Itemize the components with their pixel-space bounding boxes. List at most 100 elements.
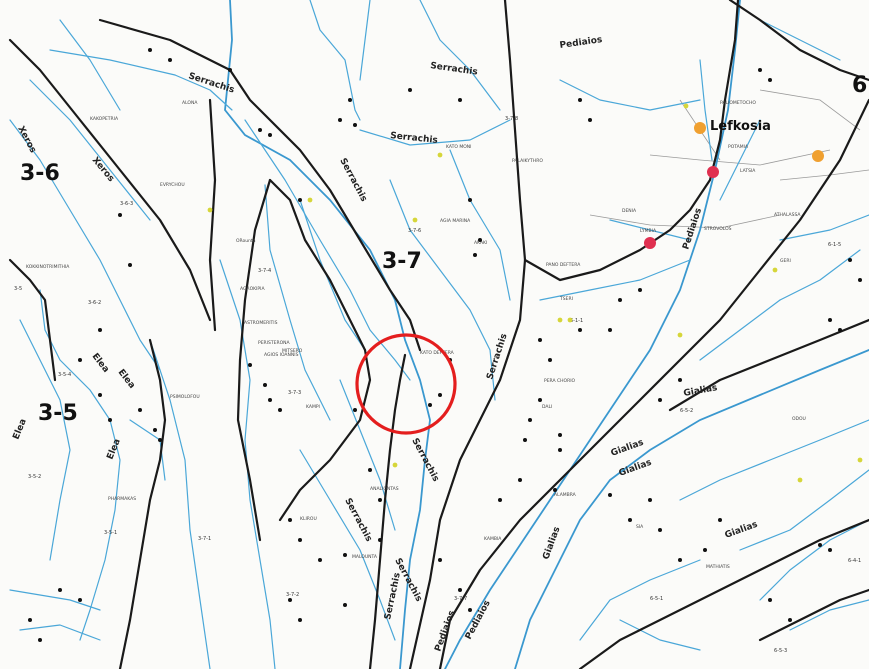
place-label: MALOUNTA [352,554,378,560]
village-dot [298,538,302,542]
village-dot [718,518,722,522]
place-label: ASTROMERITIS [244,320,278,326]
village-dot [58,588,62,592]
village-dot [353,123,357,127]
village-dot [458,588,462,592]
river-label: Serrachis [383,572,403,621]
place-label: KAKOPETRIA [90,116,119,122]
village-dot [108,418,112,422]
village-dot [298,198,302,202]
sub-basin-code: 6-5-3 [774,648,787,654]
town-markers [644,122,824,249]
village-dot [348,98,352,102]
village-dot [618,298,622,302]
village-dot [648,498,652,502]
village-dot [368,468,372,472]
red-town-marker [707,166,719,178]
yellow-marker [567,317,573,323]
village-dot [138,408,142,412]
sub-basin-code: 3-5-1 [104,530,117,536]
village-dot [78,598,82,602]
village-dot [298,618,302,622]
sub-basin-code: 3-7-2 [286,592,299,598]
yellow-marker [797,477,803,483]
village-dot [578,328,582,332]
village-dot [288,598,292,602]
village-dot [498,498,502,502]
sub-basin-code: 3-5 [14,286,22,292]
village-dot [538,338,542,342]
village-dot [378,538,382,542]
village-dot [158,438,162,442]
yellow-marker [437,152,443,158]
village-dot [153,428,157,432]
place-label: PANO DEFTERA [546,262,581,268]
village-dot [408,88,412,92]
river-label: Gialias [610,438,646,459]
place-label: MATHIATIS [706,564,730,570]
place-label: POTAMIA [728,144,749,150]
village-dot [553,488,557,492]
place-labels: PALAIKYTHRO PANO DEFTERA AGIA MARINA AKA… [26,100,806,570]
river-label: Serrachis [485,332,509,380]
region-label-3-5: 3-5 [38,401,78,426]
village-dot [538,398,542,402]
place-label: KATO DEFTERA [420,350,455,356]
road-network [589,89,869,229]
yellow-marker [307,197,313,203]
village-dot [588,118,592,122]
village-dot [378,498,382,502]
place-label: KAMPI [306,404,320,410]
river-label: Serrachis [342,497,373,544]
sub-basin-codes: 3-7-8 3-6-3 3-7-6 3-7-4 3-6-2 3-5-4 3-7-… [14,116,861,654]
yellow-marker [207,207,213,213]
sub-basin-code: 3-7-6 [408,228,421,234]
place-label: DALI [542,404,552,410]
village-dot [548,358,552,362]
place-label: GERI [780,258,791,264]
sub-basin-code: 6-4-1 [848,558,861,564]
village-dots [28,48,862,642]
place-label: MITSERO [282,348,303,354]
village-dot [558,448,562,452]
village-dot [818,543,822,547]
village-dot [468,198,472,202]
river-label: Serrachis [409,437,440,484]
place-label: ATHALASSA [774,212,801,218]
village-dot [148,48,152,52]
place-label: DENIA [622,208,637,214]
place-label: KOKKINOTRIMITHIA [26,264,70,270]
place-label: LYMBIA [640,228,657,234]
village-dot [703,548,707,552]
yellow-marker [683,103,689,109]
village-dot [263,383,267,387]
village-dot [828,318,832,322]
village-dot [338,118,342,122]
place-label: STROVOLOS [704,226,732,232]
sub-basin-code: 3-7-7 [454,596,467,602]
sub-basin-code: 3-7-1 [198,536,211,542]
region-labels: 3-6 3-7 3-5 6 [20,73,867,426]
place-label: EVRYCHOU [160,182,185,188]
sub-basin-code: 3-6-2 [88,300,101,306]
village-dot [838,328,842,332]
village-dot [278,408,282,412]
river-label: Elea [106,438,123,462]
town-marker [812,150,824,162]
river-label: Elea [116,368,137,391]
village-dot [768,78,772,82]
village-dot [268,398,272,402]
yellow-markers [207,103,863,483]
region-label-3-7: 3-7 [382,249,422,274]
river-label: Gialias [724,520,760,541]
village-dot [248,363,252,367]
village-dot [768,598,772,602]
river-label: Serrachis [337,157,368,204]
village-dot [168,58,172,62]
village-dot [343,603,347,607]
village-dot [528,418,532,422]
village-dot [438,393,442,397]
village-dot [638,288,642,292]
place-label: ORounta [236,238,256,244]
river-label: Serrachis [430,61,479,78]
